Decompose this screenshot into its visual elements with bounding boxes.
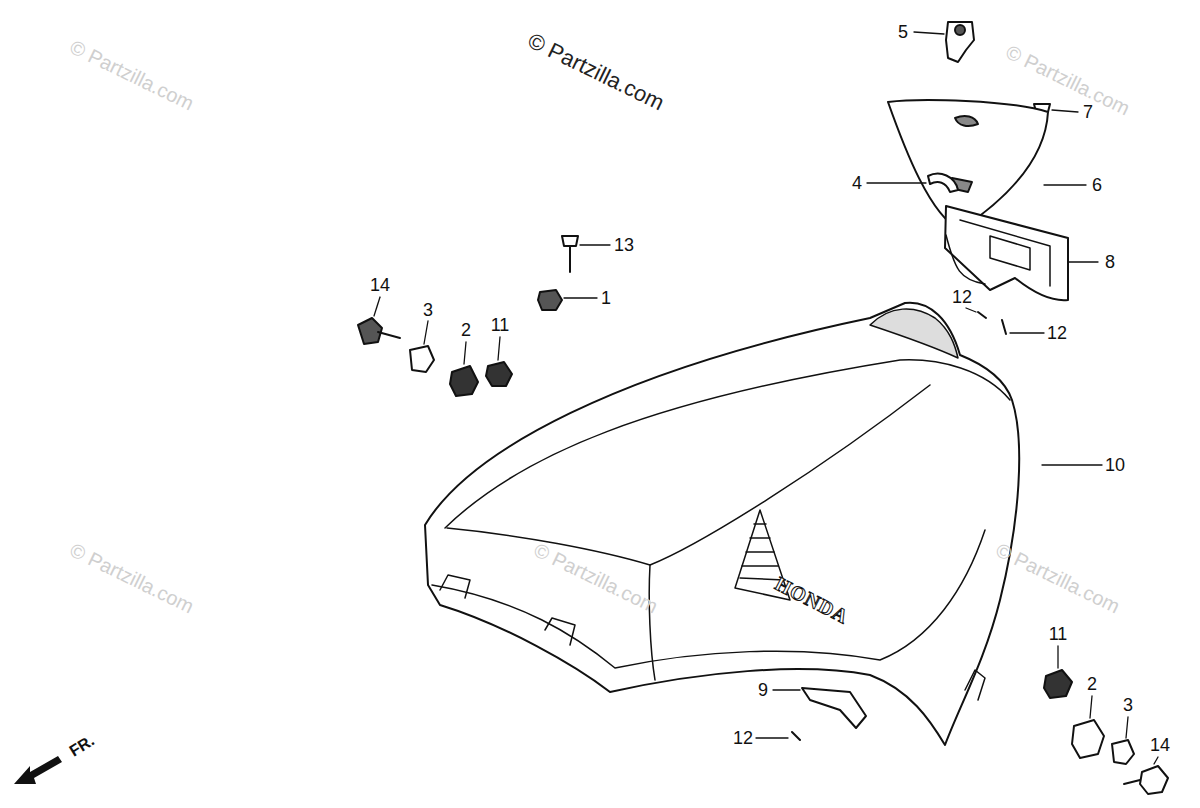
watermark: © Partzilla.com [993,539,1123,616]
nut [538,290,562,310]
key-cylinder [946,22,974,62]
watermark: © Partzilla.com [1003,41,1133,118]
cap-cover [888,100,1048,230]
bolt [1124,766,1168,794]
bolt [358,318,400,344]
callout-number: 3 [423,301,433,319]
callout-number: 2 [1087,675,1097,693]
callout-number: 9 [758,681,768,699]
direction-label: FR. [67,732,97,759]
callout-number: 7 [1083,103,1093,121]
filler-recess [870,309,958,358]
tank-ridge [445,360,1010,528]
callout-number: 11 [491,316,510,334]
callout-number: 12 [952,288,972,306]
stay-bracket [802,688,866,728]
brand-lettering: HONDA [772,573,852,627]
watermark: © Partzilla.com [531,539,661,616]
small-screw [792,312,1006,740]
callout-number: 14 [1150,736,1170,754]
key-slot [955,25,965,35]
tank-panel [447,385,930,565]
callout-number: 2 [461,321,471,339]
grommet [1072,720,1104,758]
bolt [562,236,578,272]
callout-number: 3 [1123,696,1133,714]
tank-cover [425,303,1019,745]
front-arrow [14,756,62,784]
grommet [486,362,512,386]
callout-number: 11 [1049,625,1068,643]
tank-tab [440,575,985,700]
callout-number: 12 [1047,324,1067,342]
leader-lines [374,32,1158,764]
hinge-bracket [945,206,1068,300]
callout-number: 6 [1092,176,1102,194]
callout-number: 8 [1105,253,1115,271]
callout-number: 10 [1105,456,1125,474]
callout-number: 13 [614,236,634,254]
callout-number: 4 [852,174,862,192]
watermark: © Partzilla.com [67,539,197,616]
callout-number: 1 [601,289,611,307]
hinge-bracket-detail [946,220,1050,286]
clip [928,174,958,192]
callout-number: 14 [370,276,390,294]
tank-rim [432,530,985,668]
tank-panel-edge [649,565,655,680]
watermark: © Partzilla.com [525,30,668,115]
collar [1112,740,1134,764]
grommet [1044,670,1072,698]
watermark: © Partzilla.com [67,36,197,113]
callout-number: 12 [733,729,753,747]
grommet [450,366,478,396]
collar [410,346,434,372]
callout-number: 5 [898,23,908,41]
